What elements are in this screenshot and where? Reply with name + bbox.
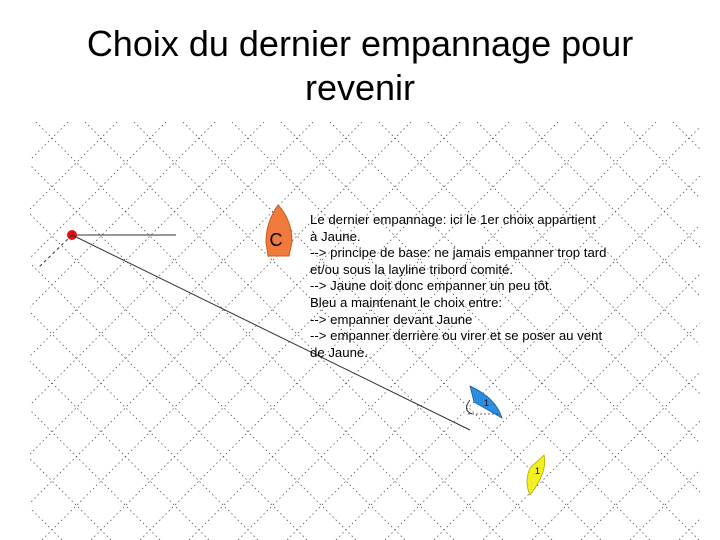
grid-line-diagonal-a bbox=[30, 262, 308, 540]
grid-line-diagonal-b bbox=[30, 122, 314, 406]
explanation-text: Le dernier empannage: ici le 1er choix a… bbox=[310, 212, 670, 361]
blue-boat: 1 bbox=[466, 385, 503, 419]
explanation-line-6: Bleu a maintenant le choix entre: bbox=[310, 294, 503, 310]
grid-line-diagonal-a bbox=[30, 507, 63, 540]
blue-boat-wake bbox=[466, 399, 473, 415]
slide-title-line-2: revenir bbox=[304, 67, 416, 108]
explanation-line-3: --> principe de base: ne jamais empanner… bbox=[310, 245, 607, 261]
committee-boat: C bbox=[265, 204, 293, 257]
blue-boat-number: 1 bbox=[484, 398, 489, 408]
grid-line-diagonal-a bbox=[30, 458, 112, 540]
grid-line-diagonal-b bbox=[30, 122, 265, 357]
slide-title-line-1: Choix du dernier empannage pour bbox=[86, 23, 634, 64]
grid-line-diagonal-a bbox=[30, 360, 210, 540]
explanation-line-4: et/ou sous la layline tribord comité. bbox=[310, 261, 514, 277]
explanation-line-1: Le dernier empannage: ici le 1er choix a… bbox=[310, 212, 596, 227]
grid-line-diagonal-b bbox=[30, 122, 69, 161]
explanation-line-8: --> empanner derrière ou virer et se pos… bbox=[310, 328, 603, 344]
explanation-line-7: --> empanner devant Jaune bbox=[310, 311, 473, 327]
layline bbox=[71, 234, 471, 431]
grid-line-diagonal-b bbox=[678, 518, 700, 540]
grid-line-diagonal-b bbox=[30, 122, 118, 210]
yellow-boat: 1 bbox=[526, 454, 546, 496]
explanation-line-9: de Jaune. bbox=[310, 344, 368, 360]
grid-line-diagonal-a bbox=[672, 122, 700, 150]
grid-line-diagonal-b bbox=[30, 122, 167, 259]
grid-line-diagonal-a bbox=[30, 311, 259, 540]
grid-line-diagonal-a bbox=[30, 409, 161, 540]
layline-left-dash bbox=[37, 234, 73, 269]
explanation-line-5: --> Jaune doit donc empanner un peu tôt. bbox=[310, 278, 553, 294]
explanation-line-2: à Jaune. bbox=[310, 228, 361, 244]
grid-line-diagonal-a bbox=[0, 122, 13, 540]
committee-boat-letter: C bbox=[270, 230, 283, 250]
grid-line-diagonal-b bbox=[30, 122, 216, 308]
grid-line-diagonal-b bbox=[30, 122, 363, 455]
grid-line-diagonal-b bbox=[0, 122, 19, 540]
yellow-boat-number: 1 bbox=[535, 466, 540, 476]
slide-title: Choix du dernier empannage pour revenir bbox=[0, 22, 720, 110]
grid-line-diagonal-a bbox=[30, 213, 357, 540]
